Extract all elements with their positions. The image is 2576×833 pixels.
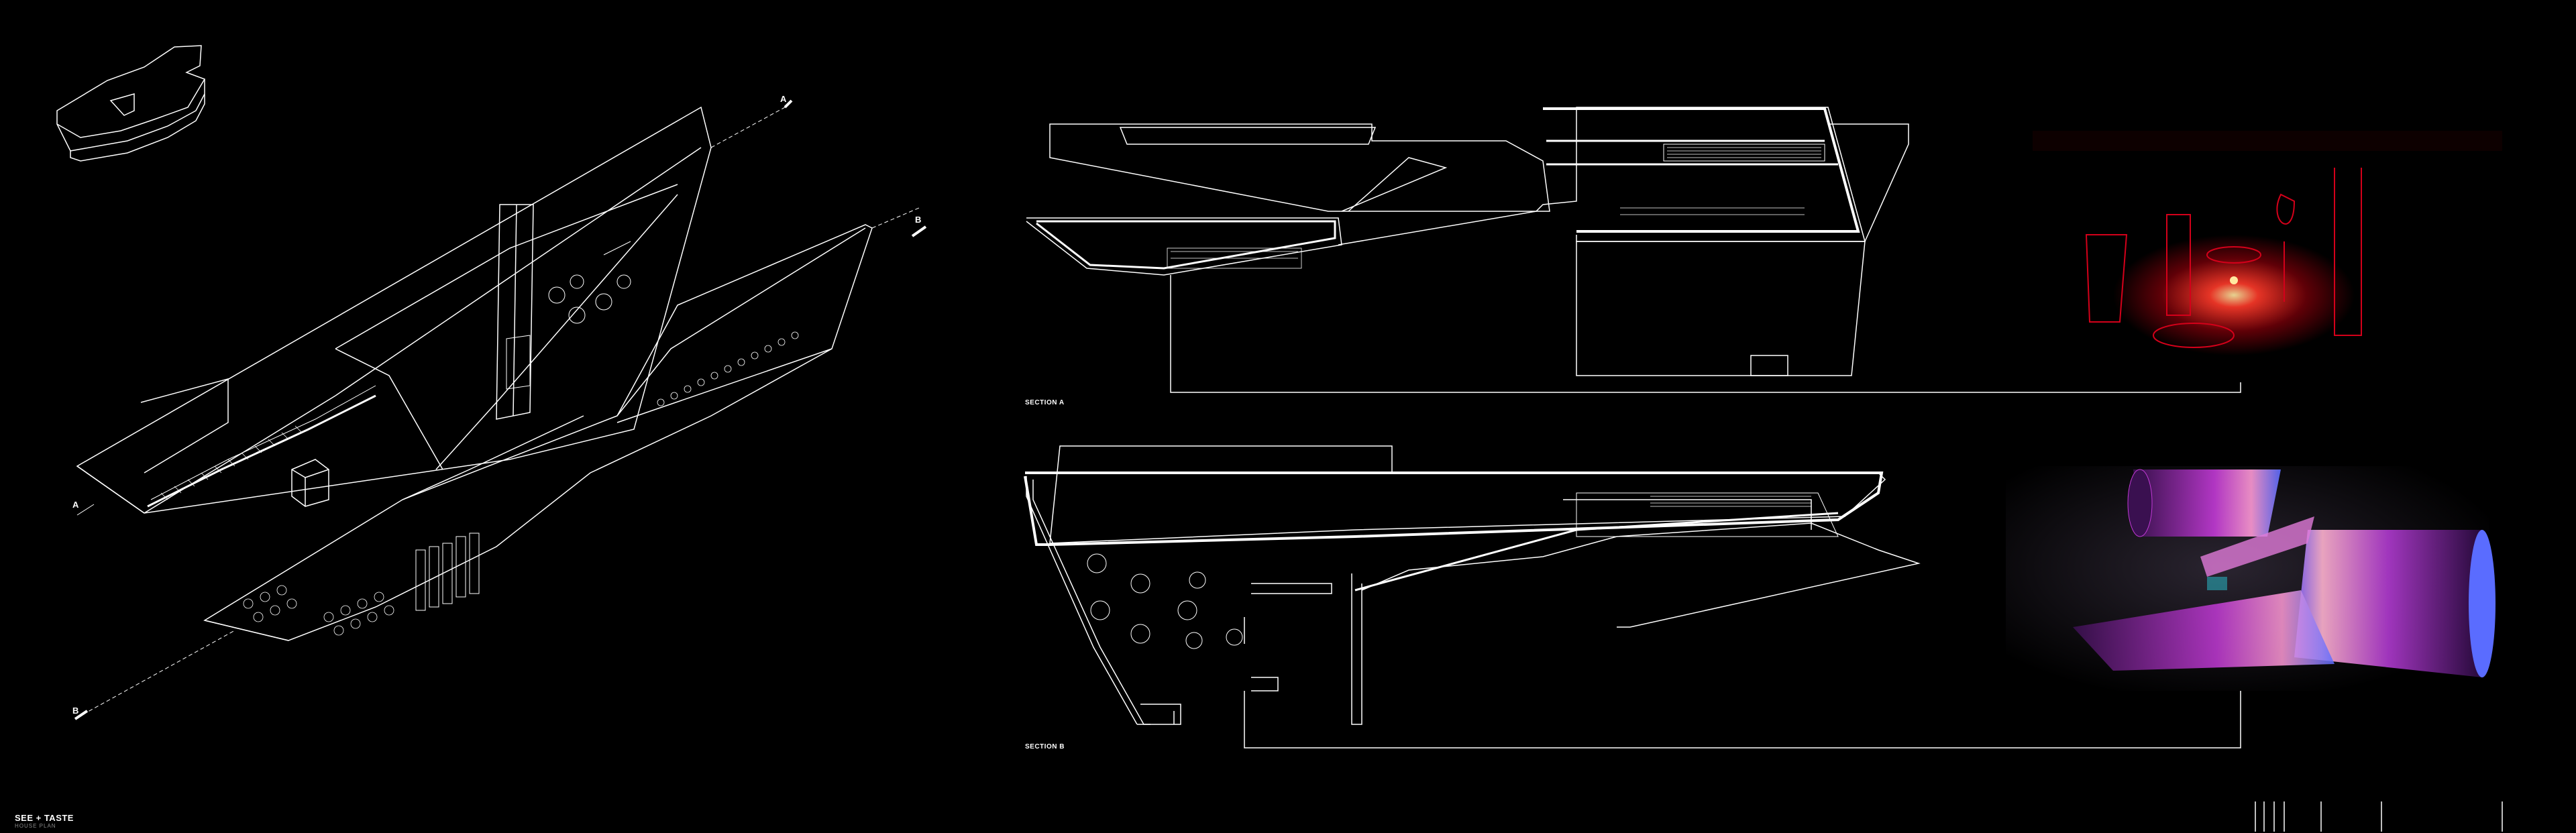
axonometric-view	[74, 99, 927, 720]
dining-photo	[2026, 114, 2509, 382]
drawing-title: SEE + TASTE	[15, 813, 74, 823]
section-a-drawing	[1026, 107, 2241, 393]
cut-line-b-label-left: B	[72, 706, 79, 716]
cut-line-a-label-left: A	[72, 500, 79, 510]
cut-line-a-label-top: A	[780, 94, 787, 104]
key-plan	[56, 45, 206, 162]
section-b-drawing	[1024, 445, 2241, 748]
cone-render	[2006, 466, 2496, 691]
section-b-label: SECTION B	[1025, 743, 1065, 751]
scale-bar	[2255, 801, 2503, 832]
drawing-subtitle: HOUSE PLAN	[15, 823, 56, 829]
section-a-label: SECTION A	[1025, 399, 1065, 406]
cut-line-b-label-top: B	[915, 215, 922, 225]
